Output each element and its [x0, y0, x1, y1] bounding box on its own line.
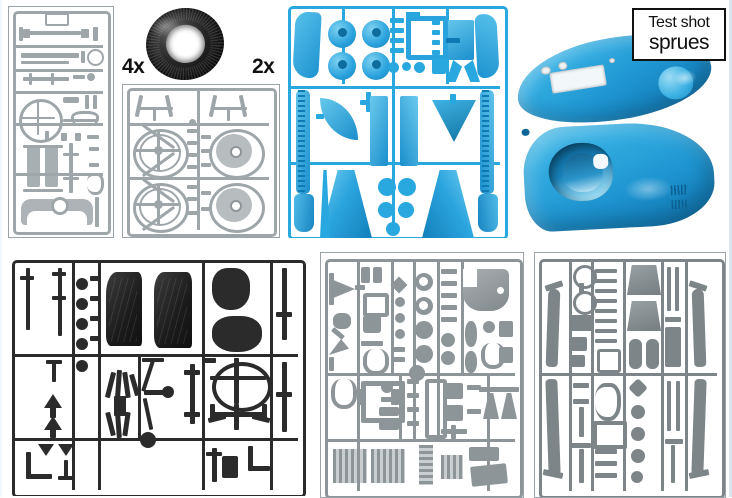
page-right-edge	[729, 0, 732, 497]
shell-body-notch	[593, 153, 610, 169]
shell-body-highlight	[622, 175, 674, 203]
shell-top-hole-c	[608, 57, 616, 64]
photo-shell-body	[521, 119, 717, 233]
tire-qty-left: 4x	[122, 55, 145, 78]
tire-qty-right: 2x	[252, 55, 275, 78]
sprue-grey-wheels[interactable]	[122, 84, 280, 238]
sprue-grey-interior[interactable]	[8, 6, 114, 238]
shell-body-cockpit	[546, 140, 615, 203]
shell-body-hole	[521, 128, 530, 137]
test-shot-label-line2: sprues	[648, 31, 710, 54]
sprue-grey-chassis[interactable]	[534, 252, 726, 498]
sprue-black-fenders[interactable]	[6, 252, 306, 496]
test-shot-label-line1: Test shot	[648, 14, 710, 31]
page-left-edge	[0, 0, 2, 497]
test-shot-label: Test shot sprues	[632, 8, 726, 61]
sprue-blue-clear[interactable]	[286, 2, 508, 238]
shell-top-hole-b	[557, 61, 568, 71]
shell-body-vent-a	[670, 184, 689, 196]
shell-body-vent-b	[671, 199, 690, 210]
photo-tire	[141, 2, 229, 86]
sprue-grey-engine[interactable]	[320, 252, 524, 498]
